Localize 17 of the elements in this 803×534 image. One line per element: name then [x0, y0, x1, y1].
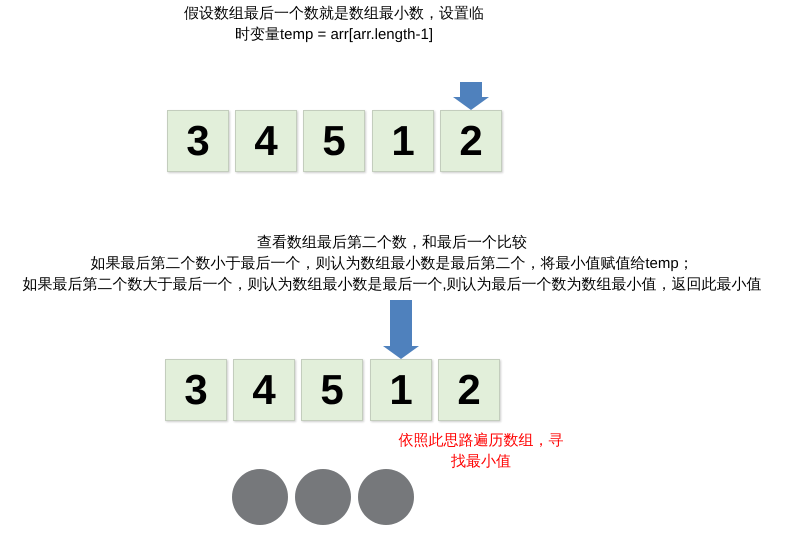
array-cell: 1 — [372, 110, 434, 172]
array-cell: 5 — [303, 110, 365, 172]
arrow — [383, 300, 419, 359]
arrow — [453, 82, 489, 110]
description-text: 如果最后第二个数小于最后一个，则认为数组最小数是最后第二个，将最小值赋值给temp； — [90, 254, 694, 274]
array-cell: 2 — [438, 359, 500, 421]
array-cell: 4 — [235, 110, 297, 172]
description-text: 查看数组最后第二个数，和最后一个比较 — [257, 233, 527, 253]
array-cell: 2 — [440, 110, 502, 172]
array-cell: 4 — [233, 359, 295, 421]
array-cell: 1 — [370, 359, 432, 421]
note-text: 依照此思路遍历数组，寻找最小值 — [398, 431, 564, 472]
description-text: 如果最后第二个数大于最后一个，则认为数组最小数是最后一个,则认为最后一个数为数组最小值，返回此最小值 — [22, 275, 762, 295]
array-cell: 3 — [167, 110, 229, 172]
array-cell: 5 — [301, 359, 363, 421]
description-text: 假设数组最后一个数就是数组最小数，设置临时变量temp = arr[arr.length-1] — [183, 4, 485, 45]
array-cell: 3 — [165, 359, 227, 421]
